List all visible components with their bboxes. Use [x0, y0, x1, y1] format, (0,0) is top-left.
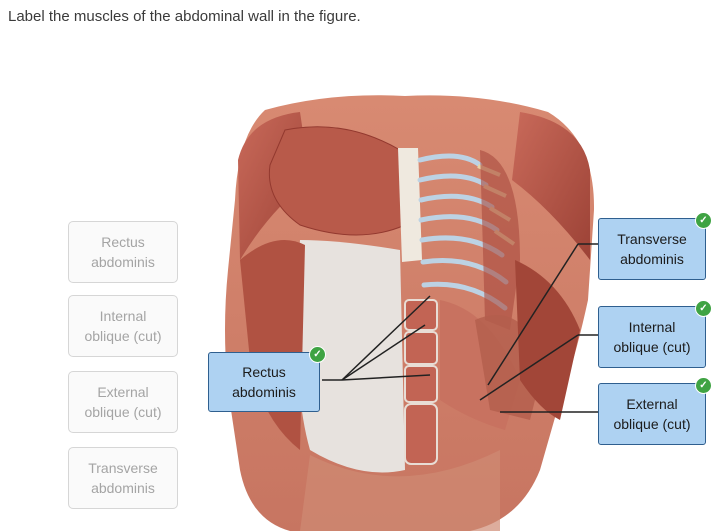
- placed-transverse-abdominis[interactable]: Transverse abdominis ✓: [598, 212, 712, 280]
- bank-internal-oblique[interactable]: Internal oblique (cut): [68, 295, 178, 357]
- check-icon: ✓: [695, 377, 712, 394]
- placed-label: Internal oblique (cut): [613, 319, 691, 355]
- placed-label: Transverse abdominis: [617, 231, 687, 267]
- bank-external-oblique[interactable]: External oblique (cut): [68, 371, 178, 433]
- placed-external-oblique[interactable]: External oblique (cut) ✓: [598, 377, 712, 445]
- right-deltoid: [512, 112, 590, 260]
- sternum: [398, 148, 422, 262]
- bank-transverse-abdominis[interactable]: Transverse abdominis: [68, 447, 178, 509]
- inguinal: [300, 450, 500, 531]
- check-icon: ✓: [695, 212, 712, 229]
- bank-label: Transverse abdominis: [88, 460, 158, 496]
- check-icon: ✓: [695, 300, 712, 317]
- bank-label: External oblique (cut): [84, 384, 162, 420]
- intercostals: [480, 150, 520, 330]
- question-prompt: Label the muscles of the abdominal wall …: [8, 8, 361, 25]
- external-oblique-aponeurosis: [296, 240, 405, 473]
- leader-lines: [322, 243, 598, 413]
- placed-internal-oblique[interactable]: Internal oblique (cut) ✓: [598, 300, 712, 368]
- placed-label: External oblique (cut): [613, 396, 691, 432]
- bank-rectus-abdominis[interactable]: Rectus abdominis: [68, 221, 178, 283]
- placed-rectus-abdominis[interactable]: Rectus abdominis ✓: [208, 346, 326, 412]
- left-pectoral: [268, 126, 406, 236]
- rectus-abdominis: [404, 299, 438, 465]
- bank-label: Internal oblique (cut): [84, 308, 162, 344]
- right-flank: [515, 260, 580, 420]
- placed-label: Rectus abdominis: [232, 364, 296, 400]
- bank-label: Rectus abdominis: [91, 234, 155, 270]
- check-icon: ✓: [309, 346, 326, 363]
